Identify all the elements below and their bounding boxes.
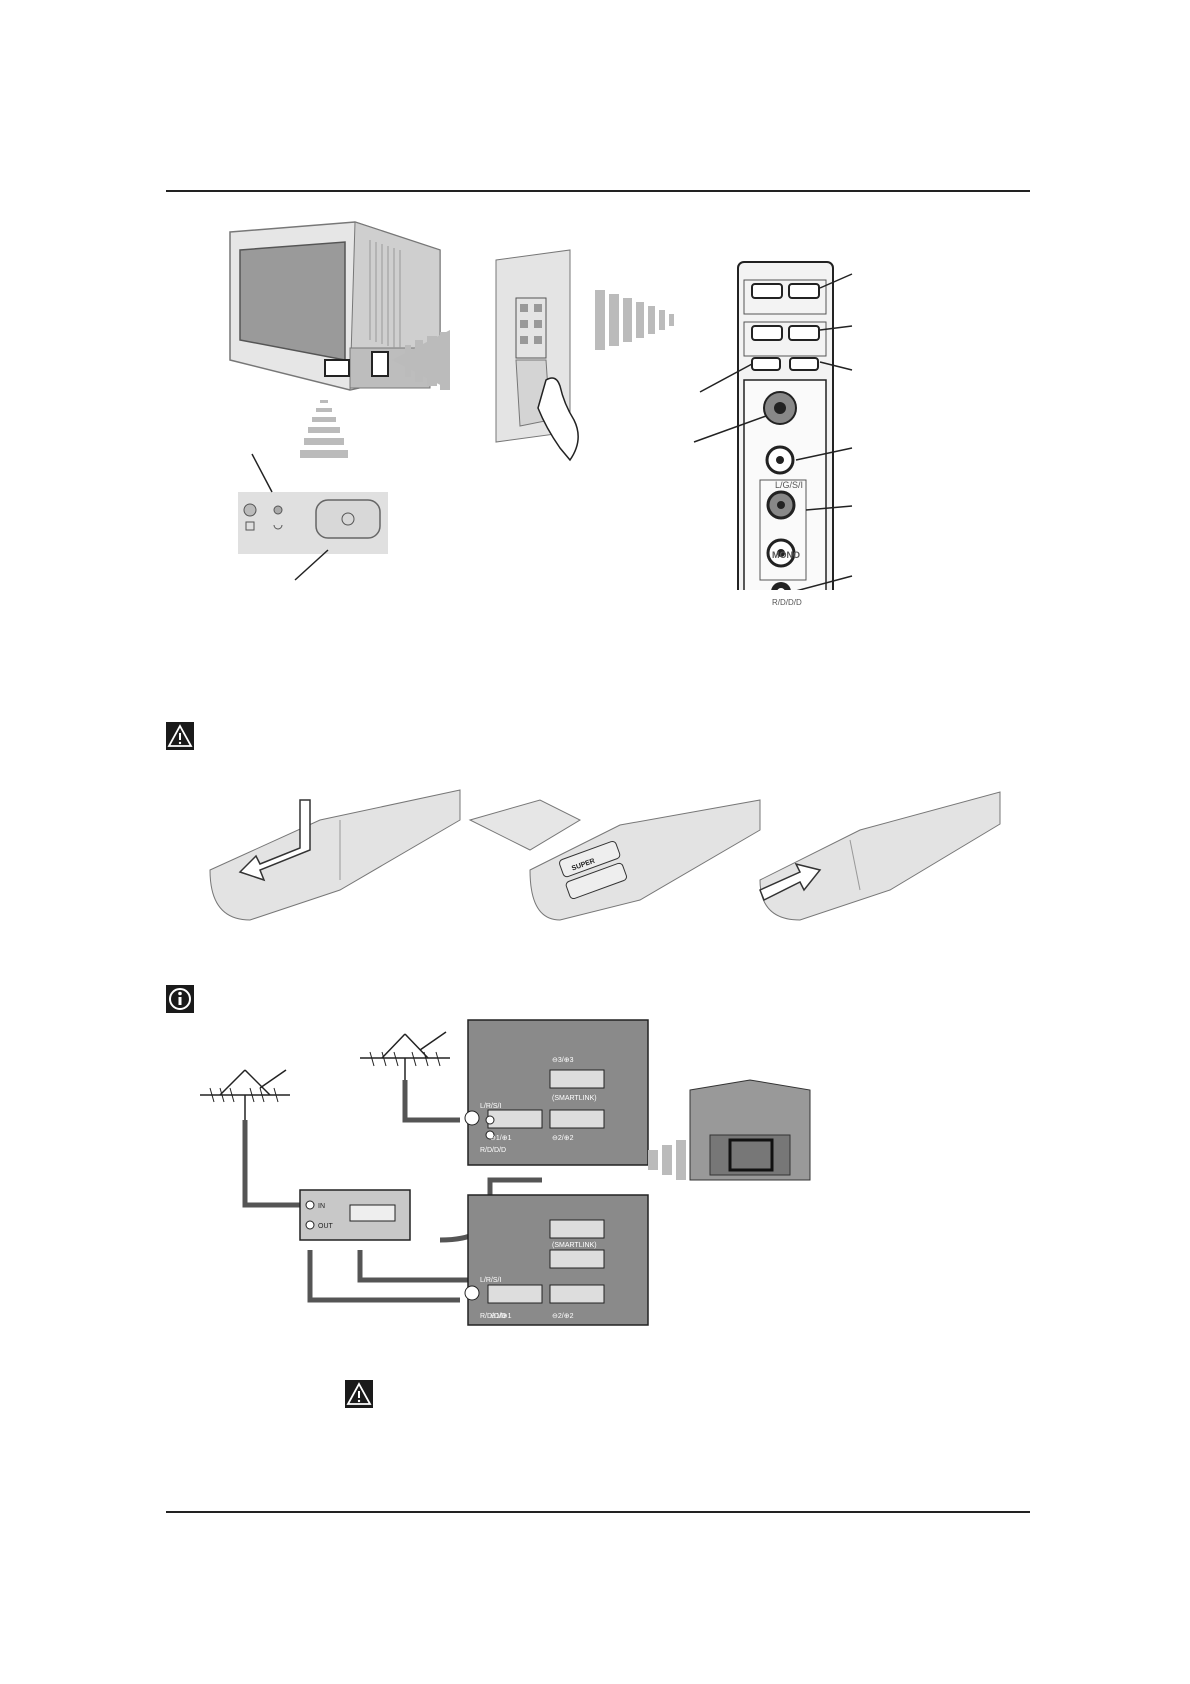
info-icon bbox=[166, 985, 194, 1013]
scart3-label: ⊖3/⊕3 bbox=[552, 1057, 574, 1064]
tv-rear-panel-bottom: (SMARTLINK) ⊖1/⊕1 ⊖2/⊕2 L/R/S/I R/D/D/D bbox=[464, 1194, 649, 1326]
side-connection-panel bbox=[693, 261, 853, 590]
antenna-icon bbox=[200, 1069, 290, 1120]
door-to-panel-beam bbox=[595, 290, 674, 350]
tv-down-beam bbox=[300, 400, 348, 458]
video-port-label-bottom: R/D/D/D bbox=[480, 1313, 506, 1320]
tv-to-panel-beam bbox=[392, 330, 450, 390]
scart2-label: ⊖2/⊕2 bbox=[552, 1135, 574, 1142]
tv-overview-illustration bbox=[229, 221, 853, 590]
antenna-icon bbox=[360, 1031, 450, 1080]
footer-rule bbox=[166, 1511, 1030, 1513]
battery-insertion-illustration: SUPER bbox=[209, 789, 1001, 921]
rear-beam bbox=[648, 1140, 686, 1180]
remote-cover-close-step bbox=[759, 791, 1001, 921]
panel-label-lg: L/G/S/I bbox=[775, 480, 804, 490]
scart2-label-bottom: ⊖2/⊕2 bbox=[552, 1313, 574, 1320]
scart3-sub-label: (SMARTLINK) bbox=[552, 1095, 597, 1102]
vcr-device-illustration: IN OUT bbox=[299, 1189, 411, 1241]
connection-diagram: ⊖3/⊕3 (SMARTLINK) ⊖1/⊕1 ⊖2/⊕2 L/R/S/I R/… bbox=[200, 1019, 811, 1326]
scart3-sub-label-bottom: (SMARTLINK) bbox=[552, 1242, 597, 1249]
vcr-in-label: IN bbox=[318, 1203, 325, 1210]
antenna-port-label: L/R/S/I bbox=[480, 1103, 501, 1110]
tv-rear-view-illustration bbox=[689, 1079, 811, 1181]
vcr-out-label: OUT bbox=[318, 1223, 334, 1230]
warning-triangle-icon bbox=[166, 722, 194, 750]
side-door-opening-illustration bbox=[495, 249, 579, 462]
front-controls-closeup bbox=[238, 453, 388, 581]
antenna-port-label-bottom: L/R/S/I bbox=[480, 1277, 501, 1284]
video-port-label: R/D/D/D bbox=[480, 1147, 506, 1154]
panel-label-rd: R/D/D/D bbox=[772, 598, 802, 607]
panel-label-mono: MONO bbox=[772, 550, 800, 560]
tv-rear-panel-top: ⊖3/⊕3 (SMARTLINK) ⊖1/⊕1 ⊖2/⊕2 L/R/S/I R/… bbox=[464, 1019, 649, 1166]
scart1-label-bottom: ⊖1/⊕1 bbox=[490, 1313, 512, 1320]
remote-open-batteries-step: SUPER bbox=[468, 799, 761, 921]
scart1-label: ⊖1/⊕1 bbox=[490, 1135, 512, 1142]
header-rule bbox=[166, 190, 1030, 192]
warning-triangle-icon bbox=[345, 1380, 373, 1408]
remote-cover-slide-step bbox=[209, 789, 461, 921]
